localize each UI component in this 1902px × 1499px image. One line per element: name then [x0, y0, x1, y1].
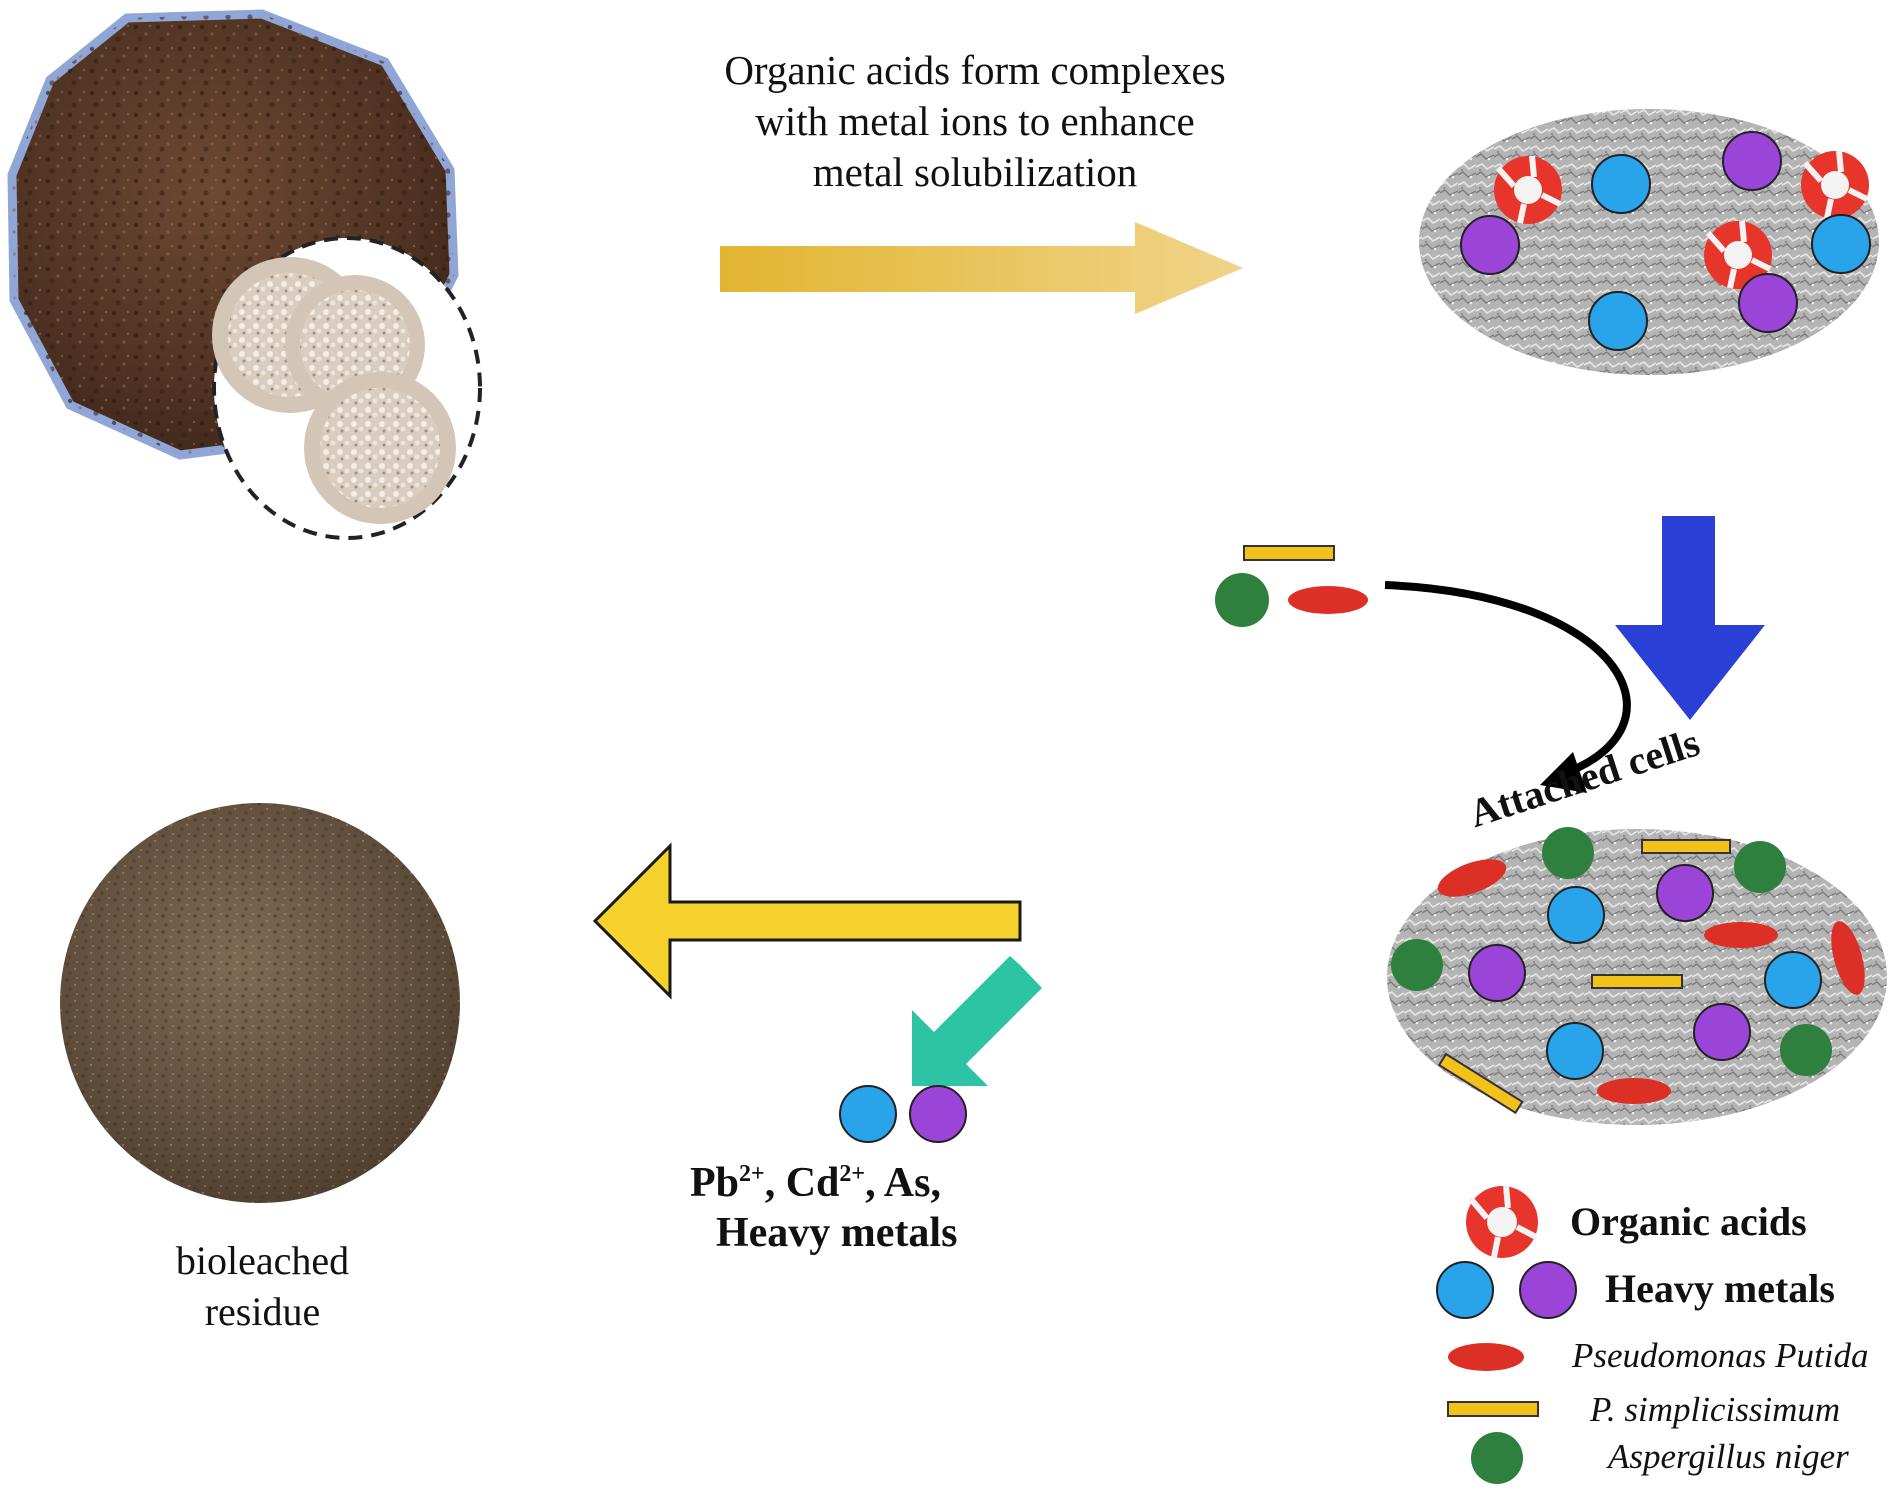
legend-heavy-metal-blue [1436, 1261, 1494, 1319]
legend-heavy-metals-label: Heavy metals [1605, 1266, 1835, 1311]
released-metals-label: Pb2+, Cd2+, As, Heavy metals [690, 1158, 957, 1258]
released-metal-purple [909, 1085, 967, 1143]
bioleached-residue-label: bioleached residue [140, 1235, 385, 1337]
organic-acid-icon [1494, 155, 1562, 224]
pseudomonas-cell [1597, 1078, 1671, 1104]
pseudomonas-cell [1288, 586, 1368, 614]
legend-penicillium-icon [1447, 1401, 1539, 1417]
yellow-left-arrow [592, 842, 1022, 1000]
pseudomonas-cell [1704, 922, 1778, 948]
legend-aspergillus-label: Aspergillus niger [1608, 1437, 1849, 1476]
released-metal-blue [839, 1085, 897, 1143]
penicillium-rod [1641, 839, 1731, 854]
process-caption: Organic acids form complexes with metal … [690, 45, 1260, 198]
legend-pseudomonas-label: Pseudomonas Putida [1572, 1336, 1869, 1375]
organic-acid-icon [1801, 150, 1869, 219]
blue-down-arrow [1615, 516, 1765, 720]
heavy-metal-blue [1546, 1022, 1604, 1080]
legend-aspergillus-icon [1471, 1432, 1523, 1484]
heavy-metal-blue [1591, 154, 1651, 214]
black-arrowhead [1540, 752, 1587, 793]
heavy-metal-purple [1693, 1003, 1751, 1061]
caption-line-1: Organic acids form complexes [724, 47, 1226, 93]
legend-heavy-metal-purple [1519, 1261, 1577, 1319]
residue-line-1: bioleached [175, 1238, 350, 1283]
heavy-metal-purple [1460, 215, 1520, 275]
aspergillus-cell [1391, 939, 1443, 991]
metals-line-1: Pb2+, Cd2+, As, [690, 1160, 941, 1206]
aspergillus-cell [1780, 1024, 1832, 1076]
heavy-metal-purple [1738, 273, 1798, 333]
metals-line-2: Heavy metals [716, 1210, 958, 1256]
legend-penicillium-label: P. simplicissimum [1590, 1390, 1841, 1429]
heavy-metal-purple [1722, 131, 1782, 191]
residue-line-2: residue [204, 1289, 321, 1334]
caption-line-3: metal solubilization [812, 149, 1138, 195]
caption-line-2: with metal ions to enhance [755, 98, 1195, 144]
heavy-metal-blue [1811, 214, 1871, 274]
gold-right-arrow [720, 222, 1243, 314]
teal-down-left-arrow [912, 956, 1042, 1086]
heavy-metal-blue [1588, 291, 1648, 351]
organic-acid-icon [1704, 220, 1772, 289]
penicillium-rod [1591, 974, 1683, 989]
aspergillus-cell [1215, 573, 1269, 627]
microbial-cell-inset [212, 236, 482, 540]
heavy-metal-purple [1656, 864, 1714, 922]
solubilization-ellipse [1419, 109, 1879, 375]
legend-organic-acid-icon [1466, 1185, 1538, 1258]
bioleached-residue-image [60, 803, 460, 1203]
heavy-metal-blue [1764, 951, 1822, 1009]
penicillium-rod [1437, 1052, 1524, 1115]
attached-cells-ellipse [1387, 827, 1887, 1125]
pseudomonas-cell [1831, 921, 1865, 995]
legend-pseudomonas-icon [1448, 1343, 1524, 1371]
pseudomonas-cell [1437, 859, 1507, 897]
heavy-metal-blue [1547, 886, 1605, 944]
microbe-group [1215, 545, 1368, 627]
aspergillus-cell [1734, 841, 1786, 893]
heavy-metal-purple [1468, 944, 1526, 1002]
curved-black-arrow [1384, 581, 1631, 779]
legend-organic-acids-label: Organic acids [1570, 1199, 1807, 1244]
aspergillus-cell [1542, 827, 1594, 879]
penicillium-rod [1243, 545, 1335, 561]
